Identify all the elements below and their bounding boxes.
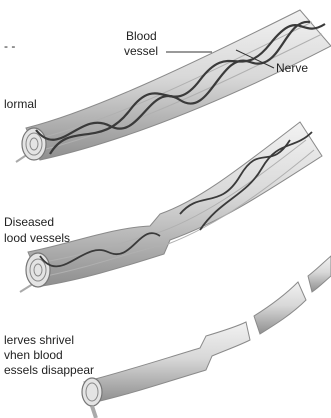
shrivel-label: lerves shrivel vhen blood essels disappe…	[4, 333, 94, 377]
blood-vessel-label: Blood vessel	[124, 29, 160, 58]
corner-mark: - -	[4, 39, 15, 53]
shriveled-fiber-tail	[92, 406, 96, 418]
shriveled-nerve-segment	[308, 256, 331, 292]
diseased-label: Diseased lood vessels	[4, 215, 70, 245]
normal-label: lormal	[4, 97, 37, 111]
shriveled-end-cap	[82, 378, 102, 406]
nerve-label: Nerve	[276, 61, 308, 75]
shriveled-nerve-body	[84, 322, 250, 402]
shriveled-nerve-bundle	[82, 256, 331, 418]
shriveled-nerve-segment	[254, 282, 306, 334]
